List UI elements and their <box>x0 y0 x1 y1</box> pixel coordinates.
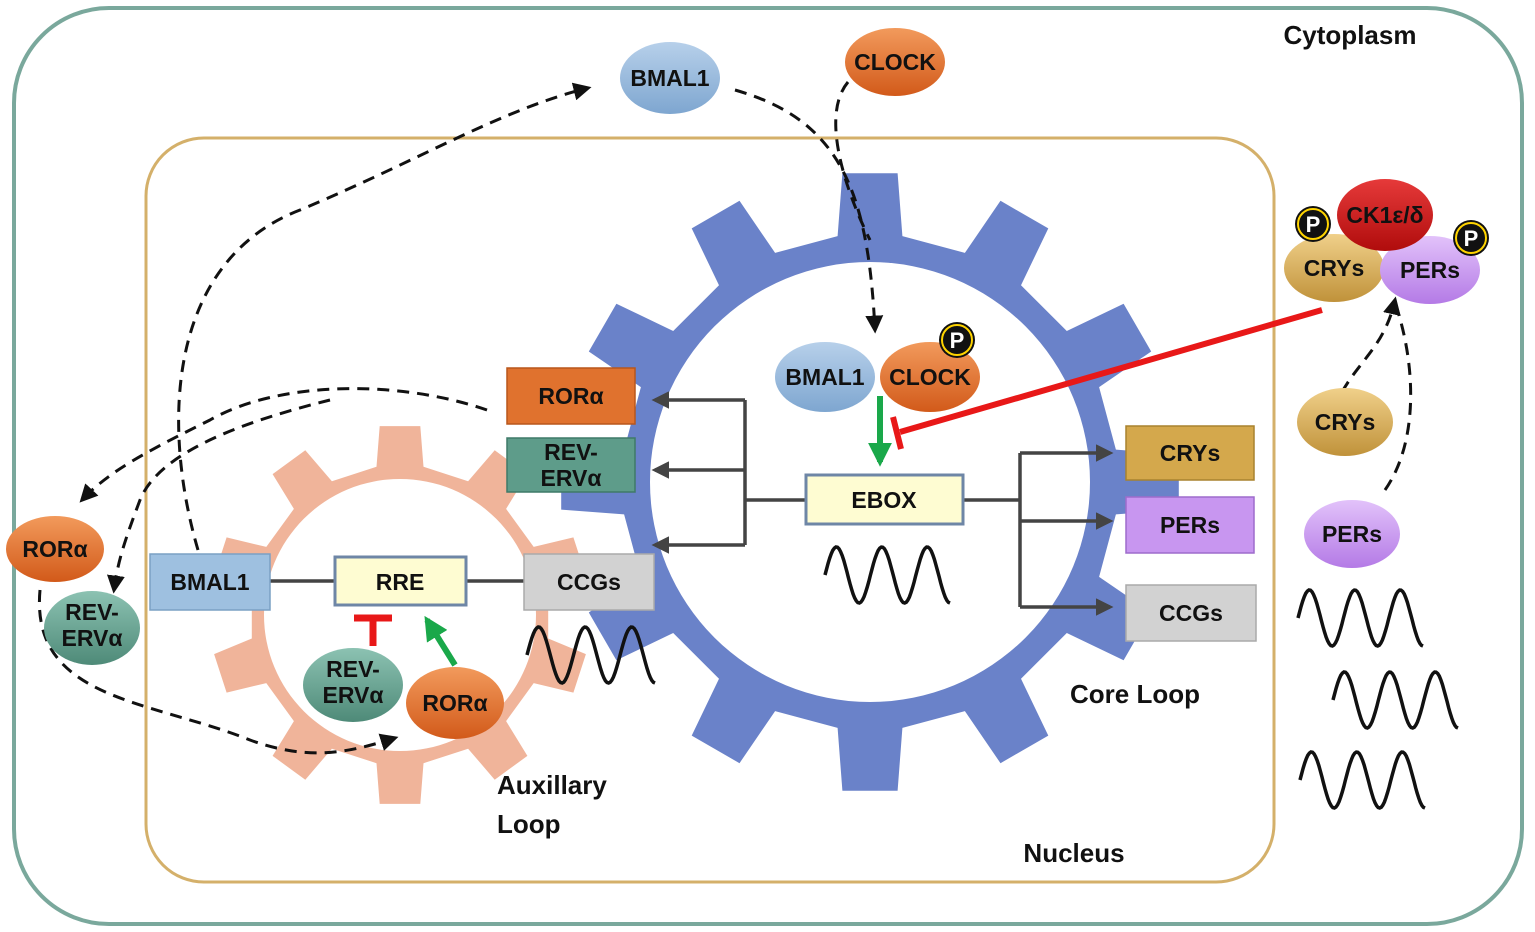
svg-text:CLOCK: CLOCK <box>889 364 971 390</box>
svg-text:REV-: REV- <box>544 439 598 465</box>
svg-text:REV-: REV- <box>326 656 380 682</box>
crys-single-molecule: CRYs <box>1297 388 1393 456</box>
nucleus-label: Nucleus <box>1023 838 1124 868</box>
clock-cytoplasm-molecule: CLOCK <box>845 28 945 96</box>
ck1-kinase-molecule: CK1ε/δ <box>1337 179 1433 251</box>
clock-nuclear-molecule: CLOCK <box>880 342 980 412</box>
crys-complex-molecule: CRYs <box>1284 234 1384 302</box>
bmal1-gene-box: BMAL1 <box>149 553 271 611</box>
bmal1-cytoplasm-molecule: BMAL1 <box>620 42 720 114</box>
svg-text:RORα: RORα <box>22 536 87 562</box>
ccgs-aux-box: CCGs <box>523 553 655 611</box>
ccgs-core-box: CCGs <box>1125 584 1257 642</box>
gene-output-arrows <box>270 391 1114 616</box>
svg-text:ERVα: ERVα <box>322 682 383 708</box>
rora-rre-activation-arrow <box>424 615 458 667</box>
arrow-clock-to-nucleus <box>834 81 872 241</box>
reverb-rre-inhibition <box>354 614 392 646</box>
pers-complex-molecule: PERs <box>1380 236 1480 304</box>
pers-gene-box: PERs <box>1125 496 1255 554</box>
svg-text:BMAL1: BMAL1 <box>630 65 709 91</box>
svg-text:CRYs: CRYs <box>1304 255 1365 281</box>
svg-text:RORα: RORα <box>422 690 487 716</box>
ebox-element: EBOX <box>804 473 965 526</box>
svg-text:RORα: RORα <box>538 383 603 409</box>
svg-text:CCGs: CCGs <box>1159 600 1223 626</box>
phosphate-pers: P <box>1453 220 1489 256</box>
svg-text:P: P <box>950 328 965 353</box>
svg-text:P: P <box>1306 212 1321 237</box>
crys-pers-inhibition <box>890 307 1323 450</box>
svg-text:CRYs: CRYs <box>1315 409 1376 435</box>
oscillation-wave-aux <box>525 625 656 685</box>
rre-element: RRE <box>333 555 468 607</box>
rora-aux-molecule: RORα <box>406 667 504 739</box>
svg-text:BMAL1: BMAL1 <box>785 364 864 390</box>
auxiliary-loop-label-line2: Loop <box>497 809 561 839</box>
svg-text:CRYs: CRYs <box>1160 440 1221 466</box>
svg-text:PERs: PERs <box>1160 512 1220 538</box>
svg-text:RRE: RRE <box>376 569 425 595</box>
svg-text:EBOX: EBOX <box>851 487 917 513</box>
cytoplasm-label: Cytoplasm <box>1284 20 1417 50</box>
crys-gene-box: CRYs <box>1125 425 1255 481</box>
svg-text:BMAL1: BMAL1 <box>170 569 249 595</box>
svg-text:REV-: REV- <box>65 599 119 625</box>
svg-text:CK1ε/δ: CK1ε/δ <box>1346 202 1423 228</box>
phosphate-clock: P <box>939 322 975 358</box>
reverb-aux-molecule: REV- ERVα <box>303 648 403 722</box>
arrow-crys-to-complex <box>1340 296 1401 393</box>
phosphate-crys: P <box>1295 206 1331 242</box>
svg-text:ERVα: ERVα <box>540 465 601 491</box>
arrow-to-aux-import <box>37 589 399 755</box>
pers-single-molecule: PERs <box>1304 500 1400 568</box>
arrow-rora-export <box>79 387 488 503</box>
auxiliary-loop-label-line1: Auxillary <box>497 770 607 800</box>
rora-gene-box: RORα <box>506 367 636 425</box>
oscillation-wave-cyto-1 <box>1296 588 1424 648</box>
rora-cytoplasm-molecule: RORα <box>6 516 104 582</box>
core-loop-label: Core Loop <box>1070 679 1200 709</box>
arrow-bmal1-export <box>177 82 592 551</box>
bmal1-nuclear-molecule: BMAL1 <box>775 342 875 412</box>
arrow-bmal1-to-nucleus <box>734 88 884 334</box>
reverb-cytoplasm-molecule: REV- ERVα <box>44 591 140 665</box>
svg-text:CLOCK: CLOCK <box>854 49 936 75</box>
oscillation-wave-core <box>823 545 951 605</box>
svg-text:PERs: PERs <box>1322 521 1382 547</box>
arrow-pers-to-complex <box>1383 302 1413 491</box>
dashed-transport-arrows <box>37 81 1413 755</box>
arrow-reverb-export <box>106 398 331 594</box>
oscillation-wave-cyto-2 <box>1331 670 1459 730</box>
svg-text:P: P <box>1464 226 1479 251</box>
svg-text:ERVα: ERVα <box>61 625 122 651</box>
reverb-gene-box: REV- ERVα <box>506 437 636 493</box>
oscillation-wave-cyto-3 <box>1298 750 1426 810</box>
svg-text:CCGs: CCGs <box>557 569 621 595</box>
svg-text:PERs: PERs <box>1400 257 1460 283</box>
